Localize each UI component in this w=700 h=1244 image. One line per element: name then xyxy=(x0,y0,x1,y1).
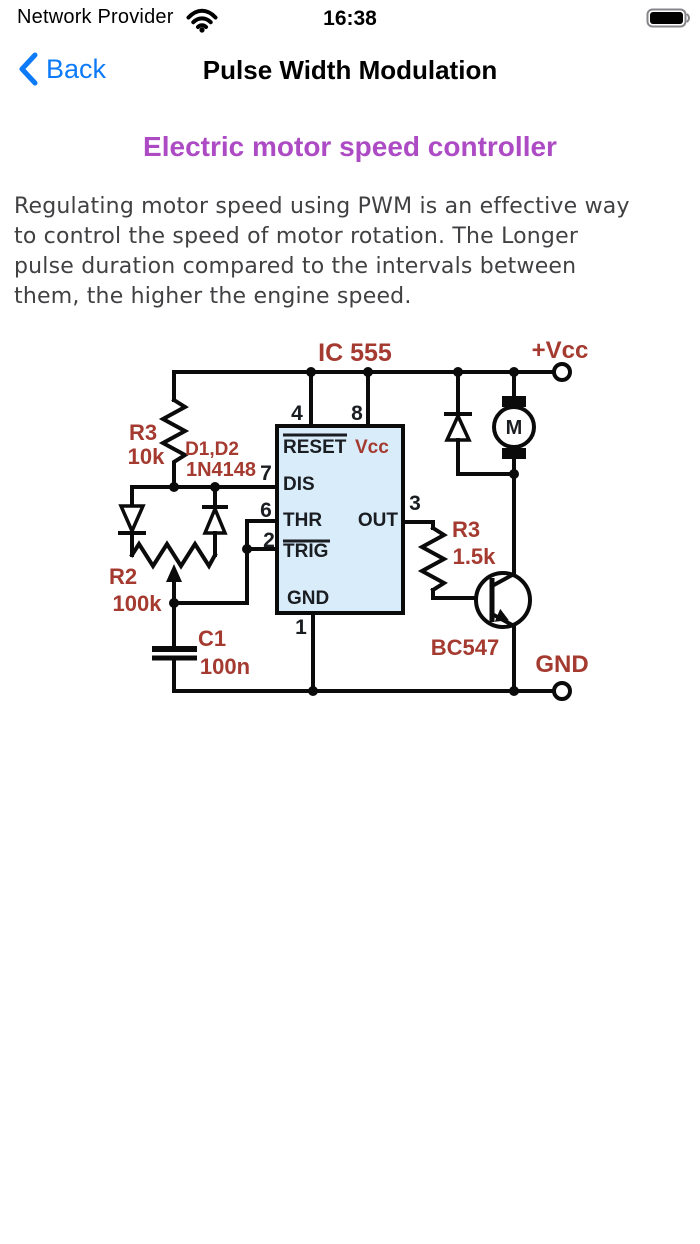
paragraph-line: pulse duration compared to the intervals… xyxy=(14,254,577,279)
resistor-r3-1k5 xyxy=(401,520,492,600)
ic-pin-reset-label: RESET xyxy=(283,437,347,458)
battery-icon xyxy=(646,8,690,28)
resistor-r3-10k xyxy=(158,397,190,489)
ic-pin-out-label: OUT xyxy=(358,510,399,531)
article-paragraph: Regulating motor speed using PWM is an e… xyxy=(14,192,686,312)
ic-555 xyxy=(275,370,405,693)
diodes-name: D1,D2 xyxy=(185,439,239,460)
pin1-number: 1 xyxy=(295,616,307,639)
vcc-terminal xyxy=(552,362,572,382)
junction-dots xyxy=(169,367,519,696)
back-chevron-icon xyxy=(19,52,38,86)
gnd-terminal xyxy=(552,681,572,701)
ic-pin-gnd-label: GND xyxy=(287,588,329,609)
pin6-number: 6 xyxy=(260,499,272,522)
vcc-label: +Vcc xyxy=(532,337,589,364)
ic-title: IC 555 xyxy=(318,339,392,367)
pin2-number: 2 xyxy=(263,529,275,552)
paragraph-line: to control the speed of motor rotation. … xyxy=(14,224,579,249)
circuit-diagram: M IC 555 +Vcc R3 10k D1,D2 1N4148 R2 100… xyxy=(109,337,589,701)
c1-name: C1 xyxy=(198,626,226,651)
r3-10k-value: 10k xyxy=(128,444,165,469)
wiper-arrow xyxy=(166,564,182,582)
ic-pin-dis-label: DIS xyxy=(283,474,315,495)
motor: M xyxy=(492,370,536,476)
diode-d2 xyxy=(202,485,228,557)
pin3-number: 3 xyxy=(409,492,421,515)
clock: 16:38 xyxy=(323,7,377,30)
carrier-label: Network Provider xyxy=(17,6,174,28)
wifi-icon xyxy=(186,8,218,33)
motor-label: M xyxy=(506,417,523,439)
ic-pin-trig-label: TRIG xyxy=(283,541,328,562)
ic-pin-thr-label: THR xyxy=(283,510,322,531)
r3-10k-name: R3 xyxy=(129,420,157,445)
r2-value: 100k xyxy=(113,591,163,616)
transistor-bc547 xyxy=(474,473,532,693)
back-label: Back xyxy=(46,54,107,84)
emitter-arrow xyxy=(494,608,509,622)
ic-pin-vcc-label: Vcc xyxy=(355,437,389,458)
article-heading: Electric motor speed controller xyxy=(143,131,557,162)
nav-bar: Back Pulse Width Modulation xyxy=(0,44,700,100)
status-bar: Network Provider 16:38 xyxy=(0,0,700,44)
flyback-diode xyxy=(444,370,516,476)
gnd-rail xyxy=(172,681,572,701)
gnd-label: GND xyxy=(535,651,588,678)
paragraph-line: Regulating motor speed using PWM is an e… xyxy=(14,194,630,219)
diodes-value: 1N4148 xyxy=(186,459,256,481)
vcc-rail xyxy=(172,362,572,402)
r3-1k5-name: R3 xyxy=(452,517,480,542)
back-button[interactable]: Back xyxy=(18,52,106,86)
paragraph-line: them, the higher the engine speed. xyxy=(14,284,412,309)
capacitor-c1 xyxy=(152,601,197,693)
ic-body xyxy=(275,424,405,615)
transistor-label: BC547 xyxy=(431,635,499,660)
pin4-number: 4 xyxy=(291,402,303,425)
pin8-number: 8 xyxy=(351,402,363,425)
r3-1k5-value: 1.5k xyxy=(453,544,497,569)
c1-value: 100n xyxy=(200,654,250,679)
r2-name: R2 xyxy=(109,564,137,589)
pin7-number: 7 xyxy=(260,462,272,485)
